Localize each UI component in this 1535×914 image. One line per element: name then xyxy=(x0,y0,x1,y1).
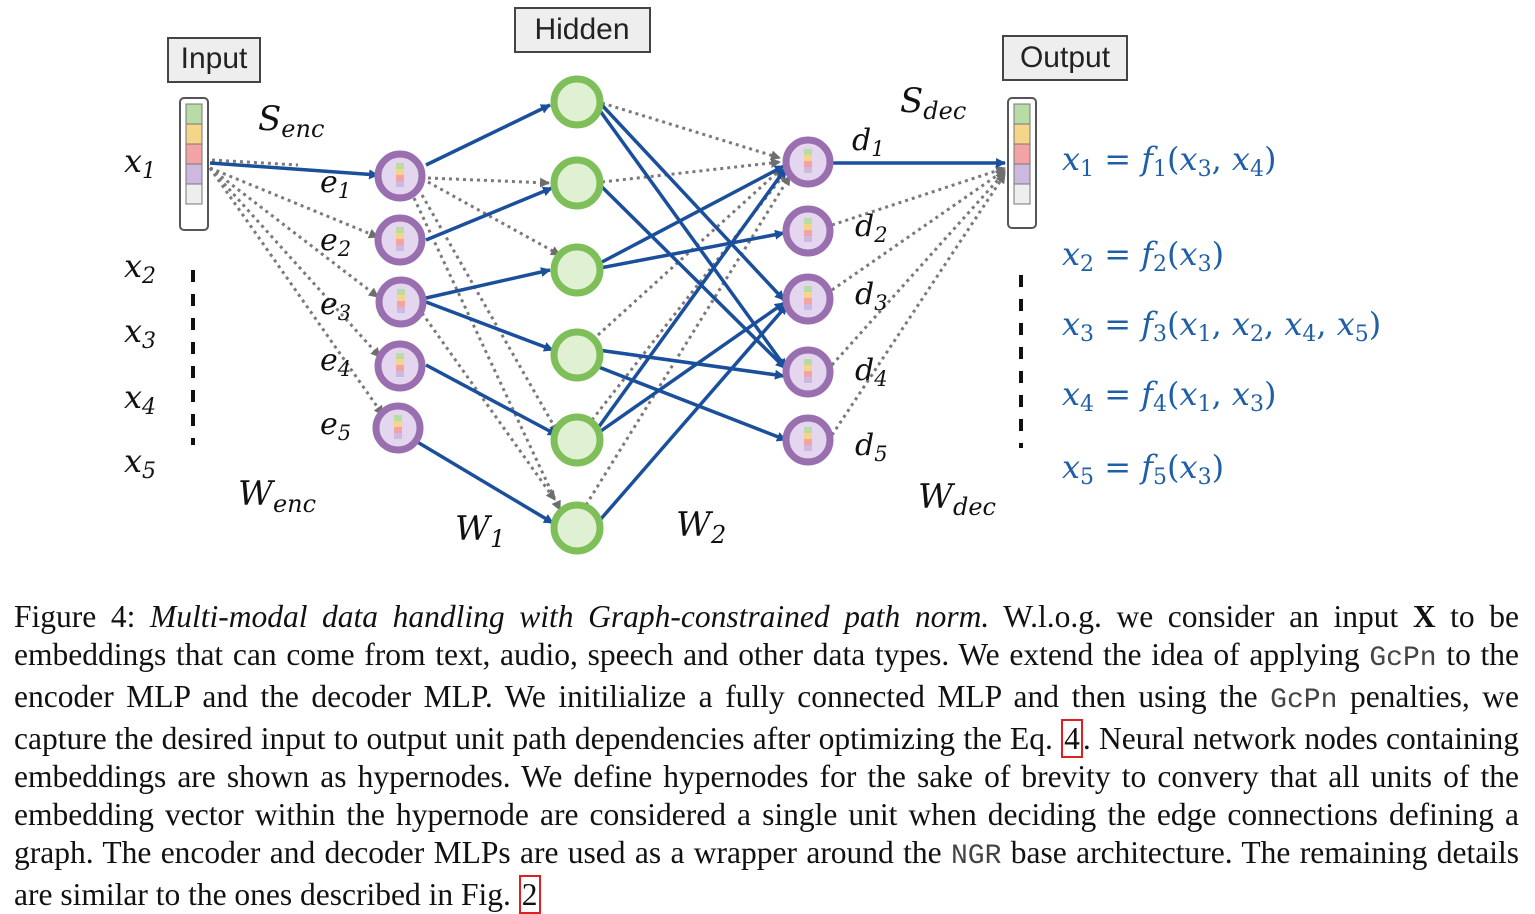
svg-text:x1: x1 xyxy=(124,142,156,184)
encoder-node-e4 xyxy=(374,340,426,392)
hidden-node xyxy=(550,243,604,297)
w2-label: W2 xyxy=(676,505,726,549)
figure-label: Figure 4: xyxy=(14,599,136,634)
hidden-node xyxy=(550,328,604,382)
hidden-node xyxy=(550,501,604,555)
svg-text:Output: Output xyxy=(1020,41,1111,74)
caption-code: GcPn xyxy=(1270,685,1338,716)
decoder-hypernodes xyxy=(782,136,834,466)
w1-label: W1 xyxy=(455,509,505,553)
caption-bold-x: X xyxy=(1412,599,1436,634)
decoder-node-d5 xyxy=(782,414,834,466)
svg-text:e1: e1 xyxy=(320,165,351,203)
input-embedding-bar xyxy=(179,97,209,231)
svg-text:Input: Input xyxy=(181,42,248,75)
input-header: Input xyxy=(167,37,261,83)
s-dec-label: Sdec xyxy=(900,81,966,125)
equation-x1: x1 = f1(x3, x4) xyxy=(1062,140,1276,182)
dotted-edges xyxy=(208,101,1007,511)
decoder-node-d1 xyxy=(782,136,834,188)
svg-text:e5: e5 xyxy=(320,407,351,445)
decoder-labels: d1 d2 d3 d4 d5 xyxy=(852,123,888,466)
caption-title: Multi-modal data handling with Graph-con… xyxy=(149,599,990,634)
equations: x1 = f1(x3, x4) x2 = f2(x3) x3 = f3(x1, … xyxy=(1062,140,1381,490)
network-diagram: Input Hidden Output xyxy=(124,7,1381,555)
svg-text:x3: x3 xyxy=(124,312,156,354)
caption-text: to be embeddings that can come from text… xyxy=(14,599,1520,672)
equation-x3: x3 = f3(x1, x2, x4, x5) xyxy=(1062,305,1381,347)
encoder-node-e1 xyxy=(374,150,426,202)
encoder-node-e3 xyxy=(375,276,427,328)
s-enc-label: Senc xyxy=(258,99,324,143)
caption-text: base architecture. The remaining details… xyxy=(14,835,1520,912)
caption-text: . Neural network nodes containing embedd… xyxy=(14,721,1519,870)
hidden-nodes xyxy=(550,75,604,555)
caption-text: W.l.o.g. we consider an input xyxy=(1003,599,1399,634)
encoder-labels: e1 e2 e3 e4 e5 xyxy=(320,165,351,445)
equation-x2: x2 = f2(x3) xyxy=(1062,235,1224,277)
input-labels: x1 x2 x3 x4 x5 xyxy=(124,142,156,484)
equation-reference-link[interactable]: 4 xyxy=(1061,719,1083,758)
hidden-node xyxy=(550,156,604,210)
svg-text:d3: d3 xyxy=(855,277,888,315)
caption-code: GcPn xyxy=(1369,643,1437,674)
hidden-node xyxy=(550,413,604,467)
figure-caption: Figure 4: Multi-modal data handling with… xyxy=(14,598,1519,914)
svg-text:e4: e4 xyxy=(320,343,351,381)
output-embedding-bar xyxy=(1007,97,1037,229)
svg-text:x5: x5 xyxy=(124,442,156,484)
svg-text:x4: x4 xyxy=(124,378,156,420)
svg-text:d4: d4 xyxy=(855,353,888,391)
caption-code: NGR xyxy=(951,841,1002,872)
output-header: Output xyxy=(1002,35,1128,81)
equation-x5: x5 = f5(x3) xyxy=(1062,448,1224,490)
encoder-hypernodes xyxy=(372,150,427,454)
svg-text:x2: x2 xyxy=(124,247,156,289)
svg-text:d1: d1 xyxy=(852,123,885,161)
svg-text:d2: d2 xyxy=(855,209,888,247)
svg-text:d5: d5 xyxy=(855,428,888,466)
encoder-node-e5 xyxy=(372,402,424,454)
w-dec-label: Wdec xyxy=(918,477,996,521)
svg-text:Hidden: Hidden xyxy=(534,13,629,46)
decoder-node-d4 xyxy=(782,346,834,398)
encoder-node-e2 xyxy=(374,214,426,266)
figure-reference-link[interactable]: 2 xyxy=(518,875,541,914)
caption-text: to the encoder MLP and the decoder MLP. … xyxy=(14,637,1520,714)
decoder-node-d2 xyxy=(782,205,834,257)
decoder-node-d3 xyxy=(782,273,834,325)
hidden-header: Hidden xyxy=(514,7,651,53)
hidden-node xyxy=(550,75,604,129)
solid-edges xyxy=(209,101,1006,525)
w-enc-label: Wenc xyxy=(238,474,316,518)
caption-text: penalties, we capture the desired input … xyxy=(14,679,1520,756)
svg-text:e3: e3 xyxy=(320,287,351,325)
svg-text:e2: e2 xyxy=(320,223,351,261)
equation-x4: x4 = f4(x1, x3) xyxy=(1062,375,1276,417)
